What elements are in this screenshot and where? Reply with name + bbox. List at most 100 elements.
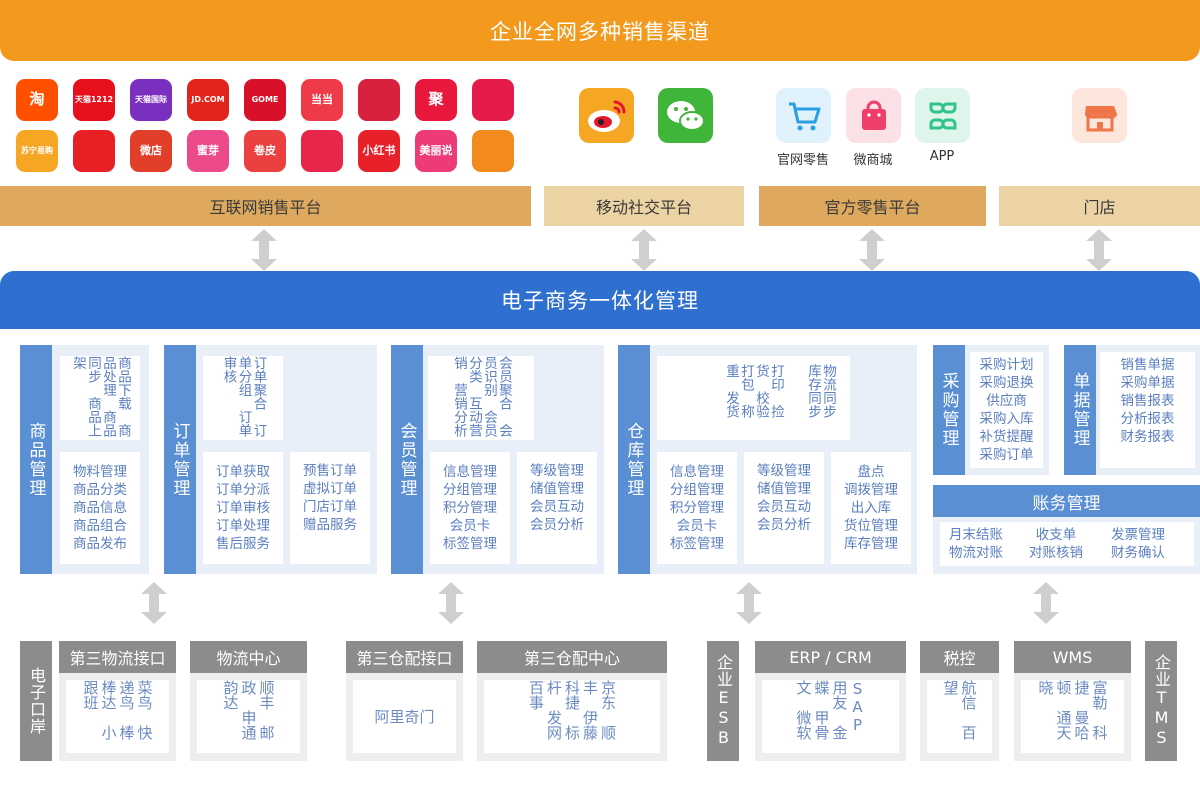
tms-bar: 企业TMS — [1145, 641, 1177, 761]
list-item: 会员卡 — [449, 518, 491, 534]
sales-app-icon: 小红书 — [358, 130, 400, 172]
wh-center-box: 京东 顺丰 伊藤 科捷 标杆 发网 百事 — [484, 680, 660, 755]
account-title: 账务管理 — [933, 485, 1200, 517]
sales-app-icon: 天猫1212 — [73, 79, 115, 121]
list-item: 会员互动 — [530, 499, 584, 515]
account-col3: 发票管理财务确认 — [1102, 524, 1174, 564]
list-item: 商品分类 — [73, 482, 127, 498]
sales-app-icon: 苏宁易购 — [16, 130, 58, 172]
list-item: 等级管理 — [757, 463, 811, 479]
list-item: 调拨管理 — [844, 482, 898, 498]
wh-center-title: 第三仓配中心 — [477, 641, 667, 673]
logistics-port-box: 菜鸟 快递鸟 棒棒达 小跟班 — [66, 680, 169, 753]
list-item: 订单审核 — [216, 500, 270, 516]
sales-app-icon: GOME — [244, 79, 286, 121]
arrow-social-icon — [631, 229, 657, 271]
list-item: 销售报表 — [1120, 393, 1175, 409]
arrow-goods-icon — [141, 582, 167, 624]
list-item: 商品信息 — [73, 500, 127, 516]
list-item: 月末结账 — [949, 527, 1003, 543]
esb-bar: 企业ESB — [707, 641, 739, 761]
document-title: 单据管理 — [1064, 345, 1096, 475]
sales-app-icon: 美丽说 — [415, 130, 457, 172]
list-item: 货位管理 — [844, 518, 898, 534]
list-item: 标签管理 — [443, 536, 497, 552]
shopping-cart-icon — [776, 88, 831, 143]
document-items-box: 销售单据采购单据销售报表分析报表财务报表 — [1100, 352, 1195, 468]
list-item: 销售单据 — [1120, 357, 1175, 373]
store-platform-bar: 门店 — [999, 186, 1200, 226]
erp-box: SAP 用友 金蝶 甲骨文 微软 — [762, 680, 899, 753]
official-platform-bar: 官方零售平台 — [759, 186, 986, 226]
arrow-warehouse-icon — [736, 582, 762, 624]
sales-app-icon — [472, 79, 514, 121]
sales-app-icon: 蜜芽 — [187, 130, 229, 172]
logistics-center-title: 物流中心 — [190, 641, 307, 673]
list-item: 积分管理 — [443, 500, 497, 516]
list-item: 库存管理 — [844, 536, 898, 552]
channels-banner: 企业全网多种销售渠道 — [0, 0, 1200, 61]
ecommerce-banner: 电子商务一体化管理 — [0, 271, 1200, 329]
list-item: 收支单 — [1035, 527, 1077, 543]
app-caption: APP — [929, 149, 955, 164]
list-item: 采购计划 — [979, 357, 1034, 373]
member-extra-box: 等级管理储值管理会员互动会员分析 — [517, 452, 597, 564]
micro-mall-caption: 微商城 — [853, 153, 893, 168]
list-item: 储值管理 — [757, 481, 811, 497]
list-item: 赠品服务 — [303, 517, 357, 533]
member-functions-box: 信息管理分组管理积分管理会员卡标签管理 — [430, 452, 510, 564]
order-title: 订单管理 — [164, 345, 196, 574]
sales-app-icon: 卷皮 — [244, 130, 286, 172]
list-item: 财务报表 — [1120, 429, 1175, 445]
list-item: 对账核销 — [1029, 545, 1083, 561]
list-item: 采购单据 — [1120, 375, 1175, 391]
sales-app-icon — [472, 130, 514, 172]
sales-app-icon — [301, 130, 343, 172]
wh-port-title: 第三仓配接口 — [346, 641, 463, 673]
sales-app-icon: 聚 — [415, 79, 457, 121]
list-item: 信息管理 — [443, 464, 497, 480]
logistics-port-title: 第三物流接口 — [59, 641, 176, 673]
warehouse-col1-box: 信息管理分组管理积分管理会员卡标签管理 — [657, 452, 737, 564]
warehouse-sync-text: 物流同步 库存同步 — [795, 364, 836, 432]
account-col1: 月末结账物流对账 — [940, 524, 1012, 564]
tax-title: 税控 — [920, 641, 999, 673]
warehouse-col2-box: 等级管理储值管理会员互动会员分析 — [744, 452, 824, 564]
member-ops-box: 会员聚合 会员识别 会员分类 互动营销 营销分析 — [428, 356, 534, 440]
arrow-store-icon — [1086, 229, 1112, 271]
purchase-items-box: 采购计划采购退换供应商采购入库补货提醒采购订单 — [970, 352, 1043, 468]
list-item: 虚拟订单 — [303, 481, 357, 497]
list-item: 储值管理 — [530, 481, 584, 497]
order-ops-box: 订单聚合 订单分组 订单审核 — [203, 356, 283, 440]
list-item: 供应商 — [986, 393, 1027, 409]
sales-app-icon — [73, 130, 115, 172]
list-item: 商品组合 — [73, 518, 127, 534]
goods-functions-box: 物料管理商品分类商品信息商品组合商品发布 — [60, 452, 140, 564]
list-item: 出入库 — [850, 500, 892, 516]
warehouse-title: 仓库管理 — [618, 345, 650, 574]
list-item: 订单分派 — [216, 482, 270, 498]
official-site-caption: 官网零售 — [776, 153, 829, 168]
list-item: 售后服务 — [216, 536, 270, 552]
tax-box: 航信 百望 — [927, 680, 992, 753]
warehouse-ops-text: 打印 捡货 校验 打包 称重 发货 — [668, 364, 784, 432]
list-item: 订单处理 — [216, 518, 270, 534]
list-item: 门店订单 — [303, 499, 357, 515]
order-extra-box: 预售订单虚拟订单门店订单赠品服务 — [290, 452, 370, 564]
member-title: 会员管理 — [391, 345, 423, 574]
list-item: 会员卡 — [676, 518, 718, 534]
erp-title: ERP / CRM — [755, 641, 906, 673]
arrow-internet-icon — [251, 229, 277, 271]
arrow-official-icon — [859, 229, 885, 271]
wechat-icon — [658, 88, 713, 143]
sales-app-icon: 淘 — [16, 79, 58, 121]
list-item: 物流对账 — [949, 545, 1003, 561]
goods-title: 商品管理 — [20, 345, 52, 574]
list-item: 物料管理 — [73, 464, 127, 480]
list-item: 等级管理 — [530, 463, 584, 479]
app-icons-row-2: 苏宁易购微店蜜芽卷皮小红书美丽说 — [16, 130, 514, 172]
account-col2: 收支单对账核销 — [1020, 524, 1092, 564]
social-platform-bar: 移动社交平台 — [544, 186, 744, 226]
wms-title: WMS — [1014, 641, 1131, 673]
logistics-center-box: 顺丰 邮政 申通 韵达 — [197, 680, 300, 755]
